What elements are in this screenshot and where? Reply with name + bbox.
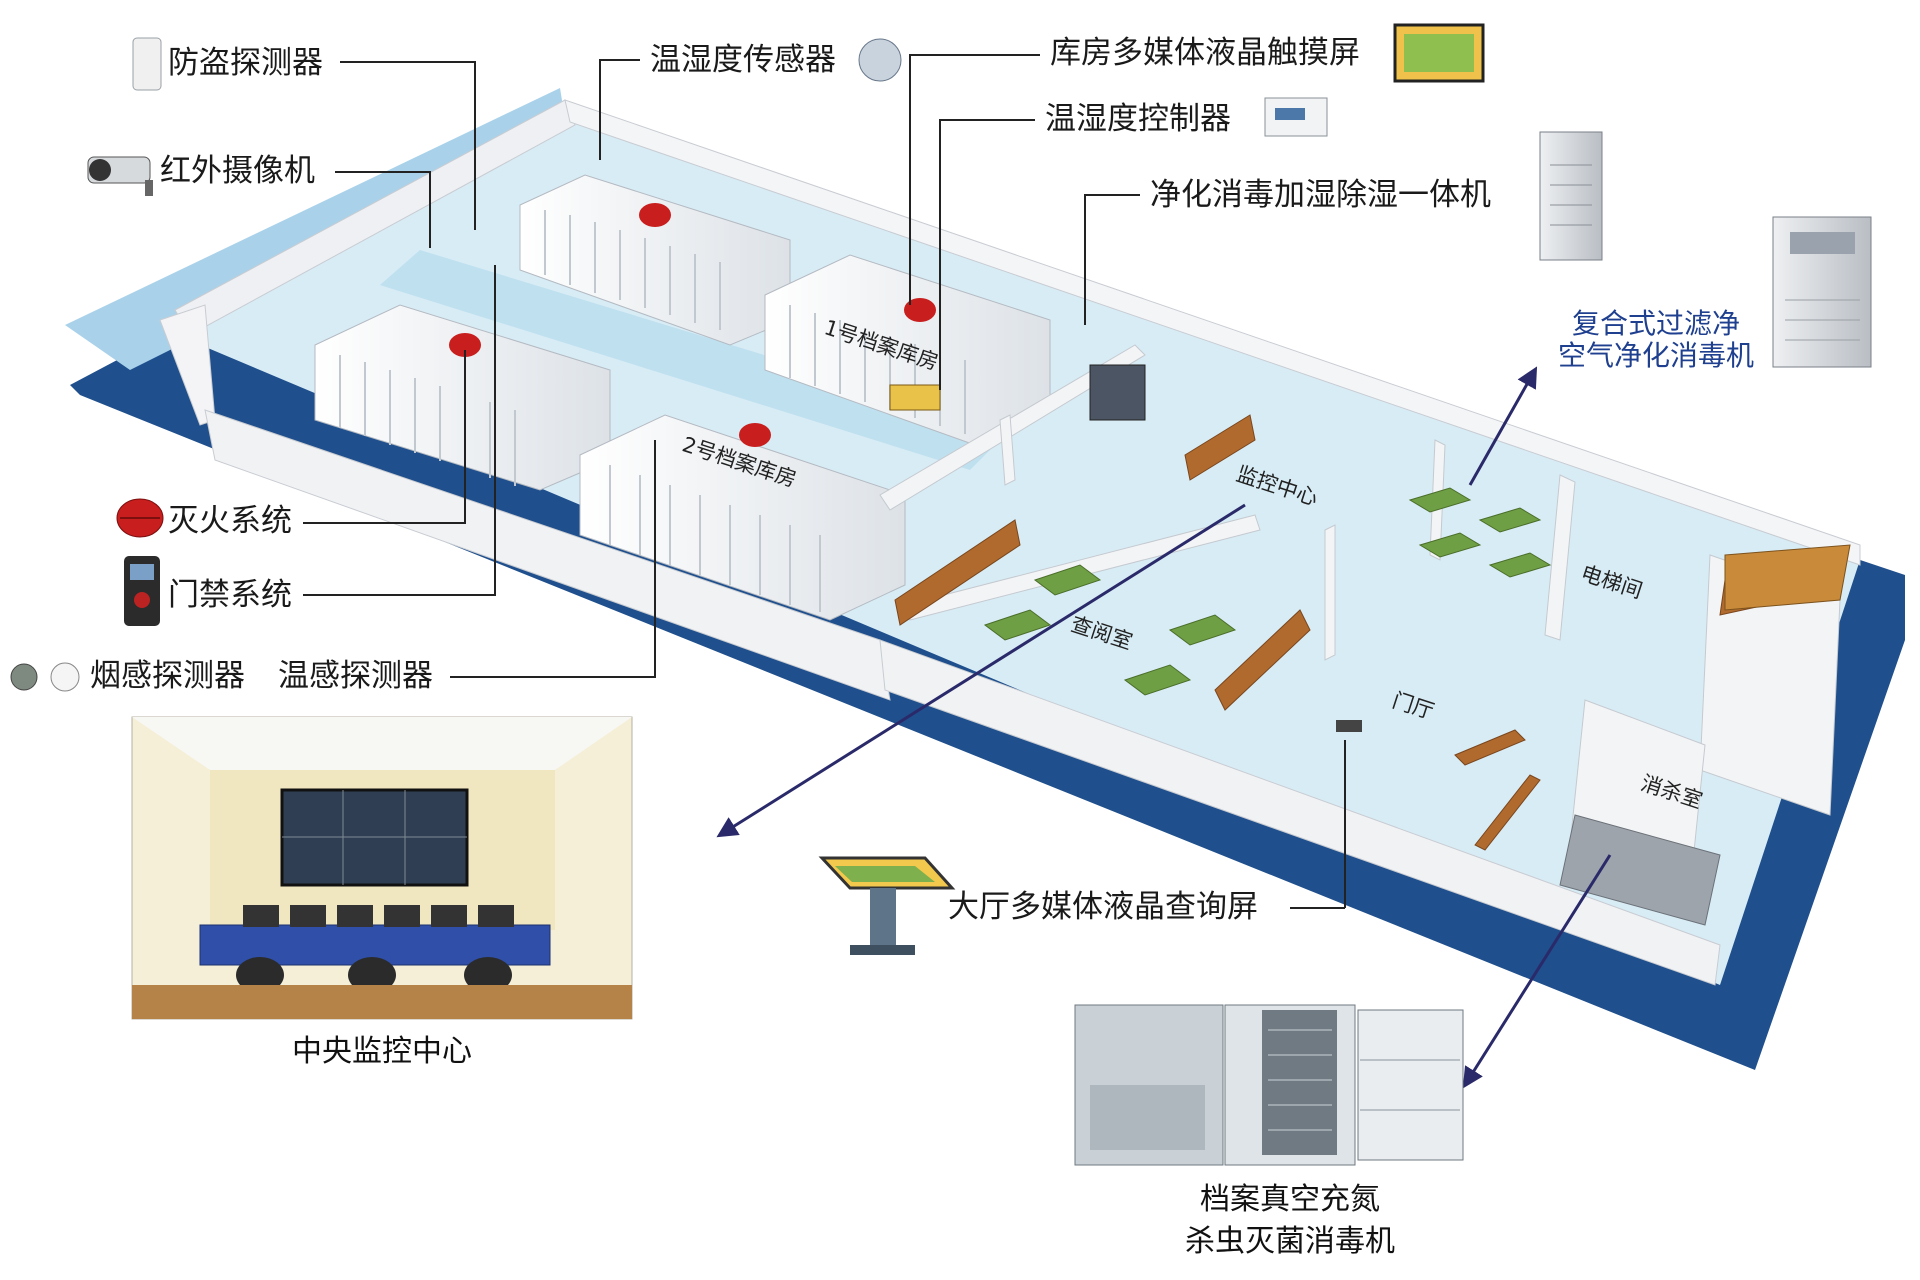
warehouse-2-cabinets: [314, 304, 906, 621]
scene-video-wall: [1089, 364, 1146, 421]
label-vacuum-machine-line2: 杀虫灭菌消毒机: [1185, 1224, 1395, 1259]
th-controller-icon: [1264, 97, 1328, 137]
label-warehouse-touch-screen: 库房多媒体液晶触摸屏: [1050, 35, 1360, 71]
label-composite-purifier-line1: 复合式过滤净: [1572, 307, 1741, 340]
disinfection-unit: [1559, 814, 1721, 926]
th-sensor-icon: [858, 38, 902, 82]
reading-tables: [983, 564, 1237, 696]
hall-query-screen-icon: [818, 856, 956, 955]
corridor: [380, 250, 1010, 470]
label-th-sensor: 温湿度传感器: [650, 42, 836, 78]
infrared-camera-icon: [87, 156, 153, 196]
label-infrared-camera: 红外摄像机: [160, 153, 315, 189]
arrow-to-monitoring-center: [716, 503, 1246, 838]
smoke-detector-icon: [10, 663, 38, 691]
heat-detector-icon: [50, 662, 80, 692]
label-hall-query-screen: 大厅多媒体液晶查询屏: [948, 889, 1258, 925]
back-wall-right: [564, 99, 1861, 566]
scene-touch-screen: [889, 384, 941, 411]
label-smoke-detector: 烟感探测器: [90, 658, 245, 694]
front-wall-right: [879, 639, 1721, 986]
scene-fire-units: [449, 203, 936, 447]
meeting-tables: [1408, 487, 1552, 578]
label-th-controller: 温湿度控制器: [1045, 101, 1231, 137]
label-vacuum-machine-line1: 档案真空充氮: [1200, 1182, 1380, 1217]
warehouse-touch-screen-icon: [1393, 23, 1485, 83]
purifier-all-in-one-icon: [1539, 131, 1603, 261]
label-central-monitoring: 中央监控中心: [292, 1034, 472, 1069]
label-fire-suppression: 灭火系统: [168, 503, 292, 539]
central-monitoring-photo: [131, 716, 633, 1020]
leader-lines: [303, 54, 1346, 909]
stairs: [1724, 544, 1851, 611]
arrow-to-vacuum-machine: [1462, 854, 1612, 1089]
arrow-to-composite-purifier: [1468, 366, 1538, 486]
label-heat-detector: 温感探测器: [278, 658, 433, 694]
label-access-control: 门禁系统: [168, 577, 292, 613]
vacuum-machine-icon: [1074, 1004, 1464, 1166]
label-purifier-all-in-one: 净化消毒加湿除湿一体机: [1150, 177, 1491, 213]
label-anti-theft-detector: 防盗探测器: [168, 45, 323, 81]
scene-query-kiosk: [1336, 720, 1362, 732]
access-control-icon: [124, 556, 160, 626]
anti-theft-detector-icon: [132, 37, 162, 91]
warehouse-1-cabinets: [519, 174, 1051, 446]
label-composite-purifier-line2: 空气净化消毒机: [1558, 339, 1755, 372]
outside-strip: [65, 88, 570, 370]
fire-suppression-icon: [116, 498, 164, 538]
composite-purifier-icon: [1772, 216, 1872, 368]
